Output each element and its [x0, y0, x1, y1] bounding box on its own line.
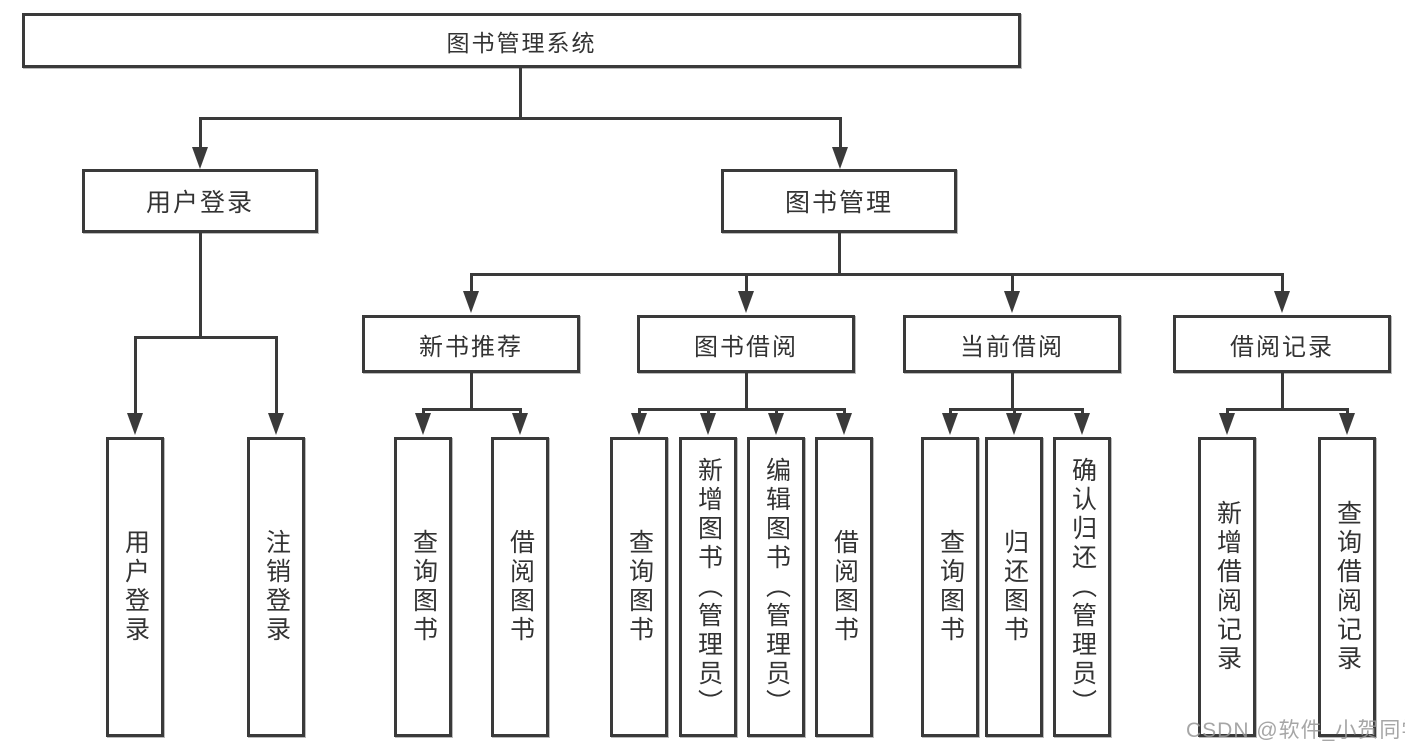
leaf-query-books-borrowing: 查询图书 [610, 437, 668, 737]
arrow-down-icon [768, 413, 784, 435]
arrow-down-icon [512, 413, 528, 435]
connector-stem [1281, 373, 1284, 411]
connector-bar [638, 408, 846, 411]
leaf-query-books-recommend: 查询图书 [394, 437, 452, 737]
arrow-down-icon [1004, 291, 1020, 313]
connector-stem [470, 373, 473, 411]
connector-arrow-shaft [275, 336, 278, 415]
connector-bar [949, 408, 1083, 411]
connector-arrow-shaft [839, 117, 842, 150]
leaf-label: 编辑图书（管理员） [762, 456, 791, 718]
node-book-management-branch: 图书管理 [721, 169, 957, 233]
connector-arrow-shaft [638, 408, 641, 417]
arrow-down-icon [942, 413, 958, 435]
connector-stem [745, 373, 748, 411]
connector-arrow-shaft [1281, 273, 1284, 295]
leaf-user-login: 用户登录 [106, 437, 164, 737]
connector-arrow-shaft [199, 117, 202, 150]
leaf-label: 查询图书 [409, 529, 438, 645]
leaf-label: 查询借阅记录 [1333, 500, 1362, 674]
leaf-label: 借阅图书 [830, 529, 859, 645]
leaf-borrow-books-recommend: 借阅图书 [491, 437, 549, 737]
node-library-management-system: 图书管理系统 [22, 13, 1021, 68]
leaf-label: 新增图书（管理员） [694, 456, 723, 718]
node-borrowing-records: 借阅记录 [1173, 315, 1391, 373]
connector-arrow-shaft [134, 336, 137, 415]
connector-arrow-shaft [422, 408, 425, 417]
leaf-label: 查询图书 [625, 529, 654, 645]
leaf-query-books-current: 查询图书 [921, 437, 979, 737]
connector-arrow-shaft [519, 408, 522, 417]
connector-book-management-stem [838, 233, 841, 276]
connector-stem [1011, 373, 1014, 411]
leaf-label: 新增借阅记录 [1213, 500, 1242, 674]
arrow-down-icon [1006, 413, 1022, 435]
leaf-add-book-admin: 新增图书（管理员） [679, 437, 737, 737]
leaf-add-borrow-record: 新增借阅记录 [1198, 437, 1256, 737]
connector-user-login-bar [134, 336, 278, 339]
connector-book-management-bar [470, 273, 1283, 276]
arrow-down-icon [192, 147, 208, 169]
node-label: 图书管理系统 [446, 29, 597, 56]
arrow-down-icon [738, 291, 754, 313]
connector-bar [1226, 408, 1348, 411]
leaf-edit-book-admin: 编辑图书（管理员） [747, 437, 805, 737]
connector-root-bar [199, 117, 842, 120]
node-current-borrowing: 当前借阅 [903, 315, 1121, 373]
node-label: 新书推荐 [419, 333, 523, 361]
leaf-query-borrow-record: 查询借阅记录 [1318, 437, 1376, 737]
node-book-borrowing: 图书借阅 [637, 315, 855, 373]
connector-arrow-shaft [1081, 408, 1084, 417]
connector-root-stem [519, 68, 522, 120]
leaf-return-book: 归还图书 [985, 437, 1043, 737]
arrow-down-icon [127, 413, 143, 435]
node-user-login-branch: 用户登录 [82, 169, 318, 233]
arrow-down-icon [268, 413, 284, 435]
node-label: 借阅记录 [1230, 333, 1334, 361]
arrow-down-icon [836, 413, 852, 435]
connector-arrow-shaft [949, 408, 952, 417]
leaf-borrow-books-borrowing: 借阅图书 [815, 437, 873, 737]
connector-arrow-shaft [1346, 408, 1349, 417]
leaf-confirm-return-admin: 确认归还（管理员） [1053, 437, 1111, 737]
connector-arrow-shaft [1013, 408, 1016, 417]
connector-arrow-shaft [1226, 408, 1229, 417]
arrow-down-icon [415, 413, 431, 435]
leaf-label: 注销登录 [262, 529, 291, 645]
arrow-down-icon [1274, 291, 1290, 313]
leaf-label: 借阅图书 [506, 529, 535, 645]
leaf-label: 归还图书 [1000, 529, 1029, 645]
node-label: 图书借阅 [694, 333, 798, 361]
arrow-down-icon [1074, 413, 1090, 435]
connector-arrow-shaft [1011, 273, 1014, 295]
leaf-label: 确认归还（管理员） [1068, 456, 1097, 718]
arrow-down-icon [1339, 413, 1355, 435]
connector-arrow-shaft [843, 408, 846, 417]
leaf-label: 用户登录 [121, 529, 150, 645]
arrow-down-icon [832, 147, 848, 169]
leaf-label: 查询图书 [936, 529, 965, 645]
connector-arrow-shaft [745, 273, 748, 295]
arrow-down-icon [1219, 413, 1235, 435]
node-label: 当前借阅 [960, 333, 1064, 361]
connector-arrow-shaft [470, 273, 473, 295]
connector-bar [422, 408, 521, 411]
node-label: 图书管理 [784, 189, 893, 217]
csdn-watermark: CSDN @软件_小贺同学 [1186, 719, 1405, 742]
connector-arrow-shaft [775, 408, 778, 417]
arrow-down-icon [463, 291, 479, 313]
leaf-logout: 注销登录 [247, 437, 305, 737]
node-new-book-recommendation: 新书推荐 [362, 315, 580, 373]
connector-user-login-stem [199, 233, 202, 339]
connector-arrow-shaft [707, 408, 710, 417]
arrow-down-icon [700, 413, 716, 435]
node-label: 用户登录 [145, 189, 254, 217]
arrow-down-icon [631, 413, 647, 435]
